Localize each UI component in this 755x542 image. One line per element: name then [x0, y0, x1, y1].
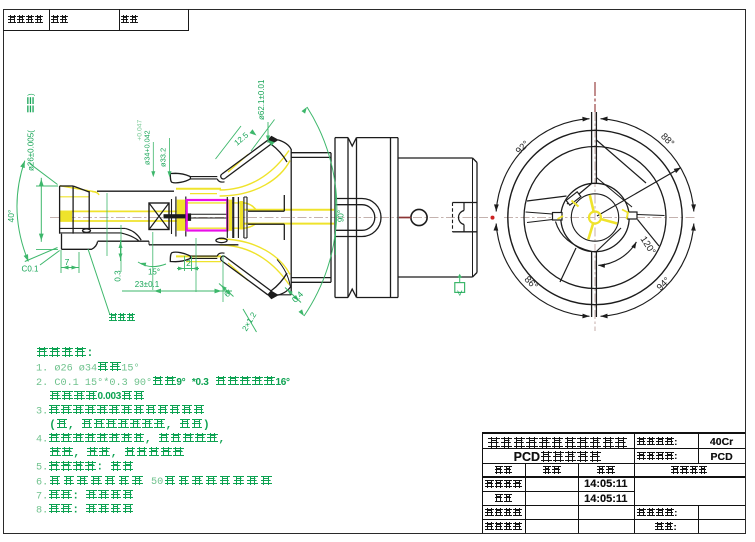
svg-text:): ) [27, 93, 36, 96]
svg-text:0.4: 0.4 [290, 289, 306, 305]
svg-text:15°: 15° [148, 268, 160, 277]
svg-text:ø34+0.042: ø34+0.042 [143, 130, 152, 165]
svg-text:+0.047: +0.047 [137, 120, 144, 141]
svg-text:ø33.2: ø33.2 [159, 148, 168, 167]
svg-text:6: 6 [222, 289, 232, 299]
svg-text:23±0.1: 23±0.1 [135, 280, 160, 289]
svg-text:86°: 86° [522, 274, 540, 292]
svg-text:C0.1: C0.1 [22, 265, 39, 274]
svg-text:ø26±0.005(: ø26±0.005( [27, 130, 36, 171]
svg-text:0.3: 0.3 [114, 270, 123, 282]
svg-text:7: 7 [65, 257, 70, 267]
svg-text:92°: 92° [514, 139, 532, 157]
svg-text:ø62.1±0.01: ø62.1±0.01 [257, 79, 266, 120]
svg-text:A: A [457, 289, 462, 298]
svg-text:90°: 90° [337, 210, 346, 222]
svg-text:2×1.2: 2×1.2 [240, 310, 258, 333]
svg-text:88°: 88° [658, 131, 676, 149]
svg-text:120°: 120° [638, 234, 658, 257]
svg-text:2: 2 [186, 258, 191, 268]
svg-text:40°: 40° [6, 210, 16, 223]
